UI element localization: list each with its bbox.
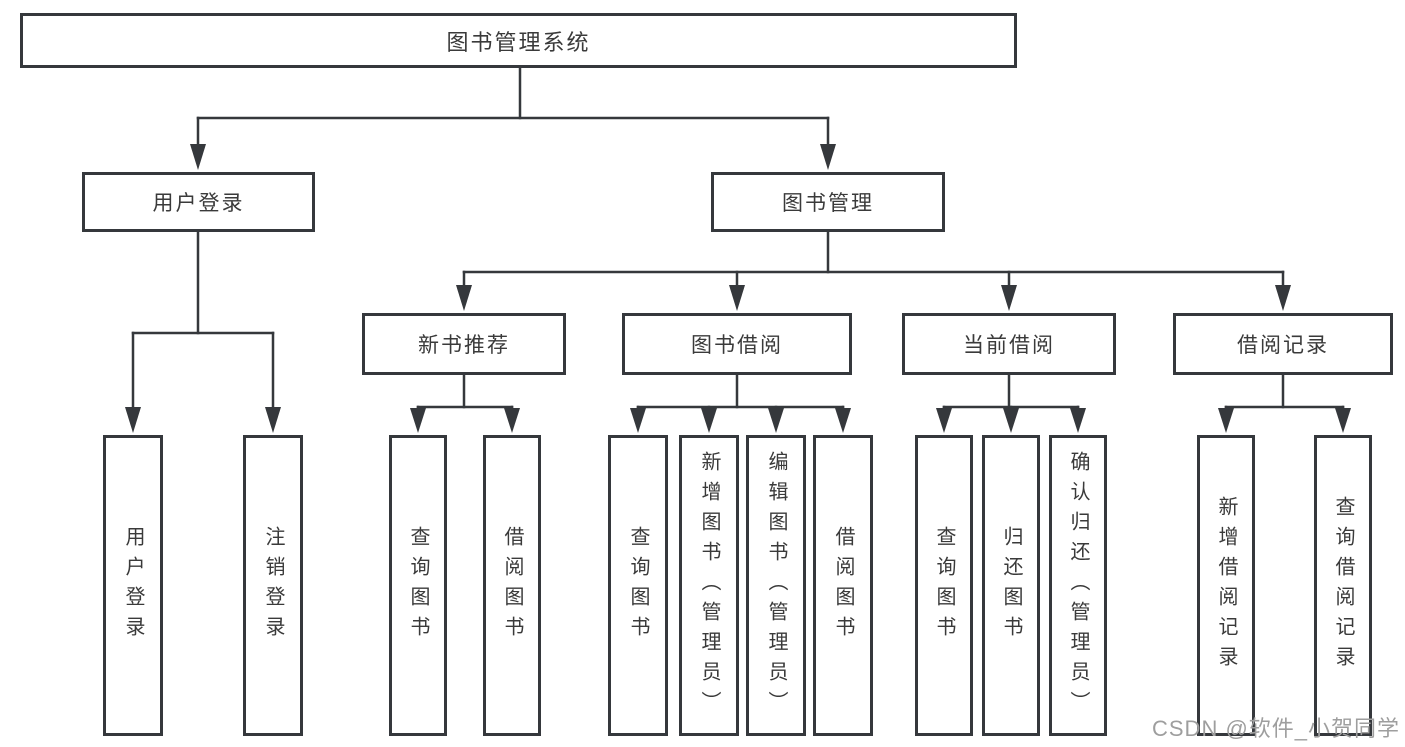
node-user-login: 用户登录 [82,172,315,232]
leaf-label: 查询图书 [933,525,955,646]
node-book-borrow: 图书借阅 [622,313,852,375]
leaf-confirm-return-admin: 确认归还（管理员） [1049,435,1107,736]
leaf-borrow-book-2: 借阅图书 [813,435,873,736]
leaf-add-borrow-record: 新增借阅记录 [1197,435,1255,736]
node-current-borrow: 当前借阅 [902,313,1116,375]
node-book-management: 图书管理 [711,172,945,232]
leaf-label: 确认归还（管理员） [1067,450,1089,721]
leaf-return-book: 归还图书 [982,435,1040,736]
node-borrow-records-label: 借阅记录 [1237,334,1329,357]
leaf-label: 编辑图书（管理员） [765,450,787,721]
leaf-query-book-3: 查询图书 [915,435,973,736]
leaf-edit-book-admin: 编辑图书（管理员） [746,435,806,736]
node-root: 图书管理系统 [20,13,1017,68]
leaf-label: 查询借阅记录 [1332,495,1354,676]
leaf-query-book-2: 查询图书 [608,435,668,736]
leaf-label: 注销登录 [262,525,284,646]
leaf-query-book-1: 查询图书 [389,435,447,736]
leaf-query-borrow-record: 查询借阅记录 [1314,435,1372,736]
node-borrow-records: 借阅记录 [1173,313,1393,375]
leaf-add-book-admin: 新增图书（管理员） [679,435,739,736]
leaf-label: 查询图书 [407,525,429,646]
node-book-borrow-label: 图书借阅 [691,334,783,357]
leaf-user-login: 用户登录 [103,435,163,736]
node-new-book-recommend-label: 新书推荐 [418,334,510,357]
node-root-label: 图书管理系统 [446,29,591,55]
leaf-label: 用户登录 [122,525,144,646]
leaf-label: 归还图书 [1000,525,1022,646]
leaf-label: 新增借阅记录 [1215,495,1237,676]
node-new-book-recommend: 新书推荐 [362,313,566,375]
leaf-label: 借阅图书 [832,525,854,646]
leaf-label: 借阅图书 [501,525,523,646]
node-user-login-label: 用户登录 [152,192,245,215]
leaf-label: 新增图书（管理员） [698,450,720,721]
node-current-borrow-label: 当前借阅 [963,334,1055,357]
leaf-logout: 注销登录 [243,435,303,736]
leaf-borrow-book-1: 借阅图书 [483,435,541,736]
node-book-management-label: 图书管理 [782,192,874,215]
leaf-label: 查询图书 [627,525,649,646]
csdn-watermark: CSDN @软件_小贺同学 [1152,716,1401,741]
